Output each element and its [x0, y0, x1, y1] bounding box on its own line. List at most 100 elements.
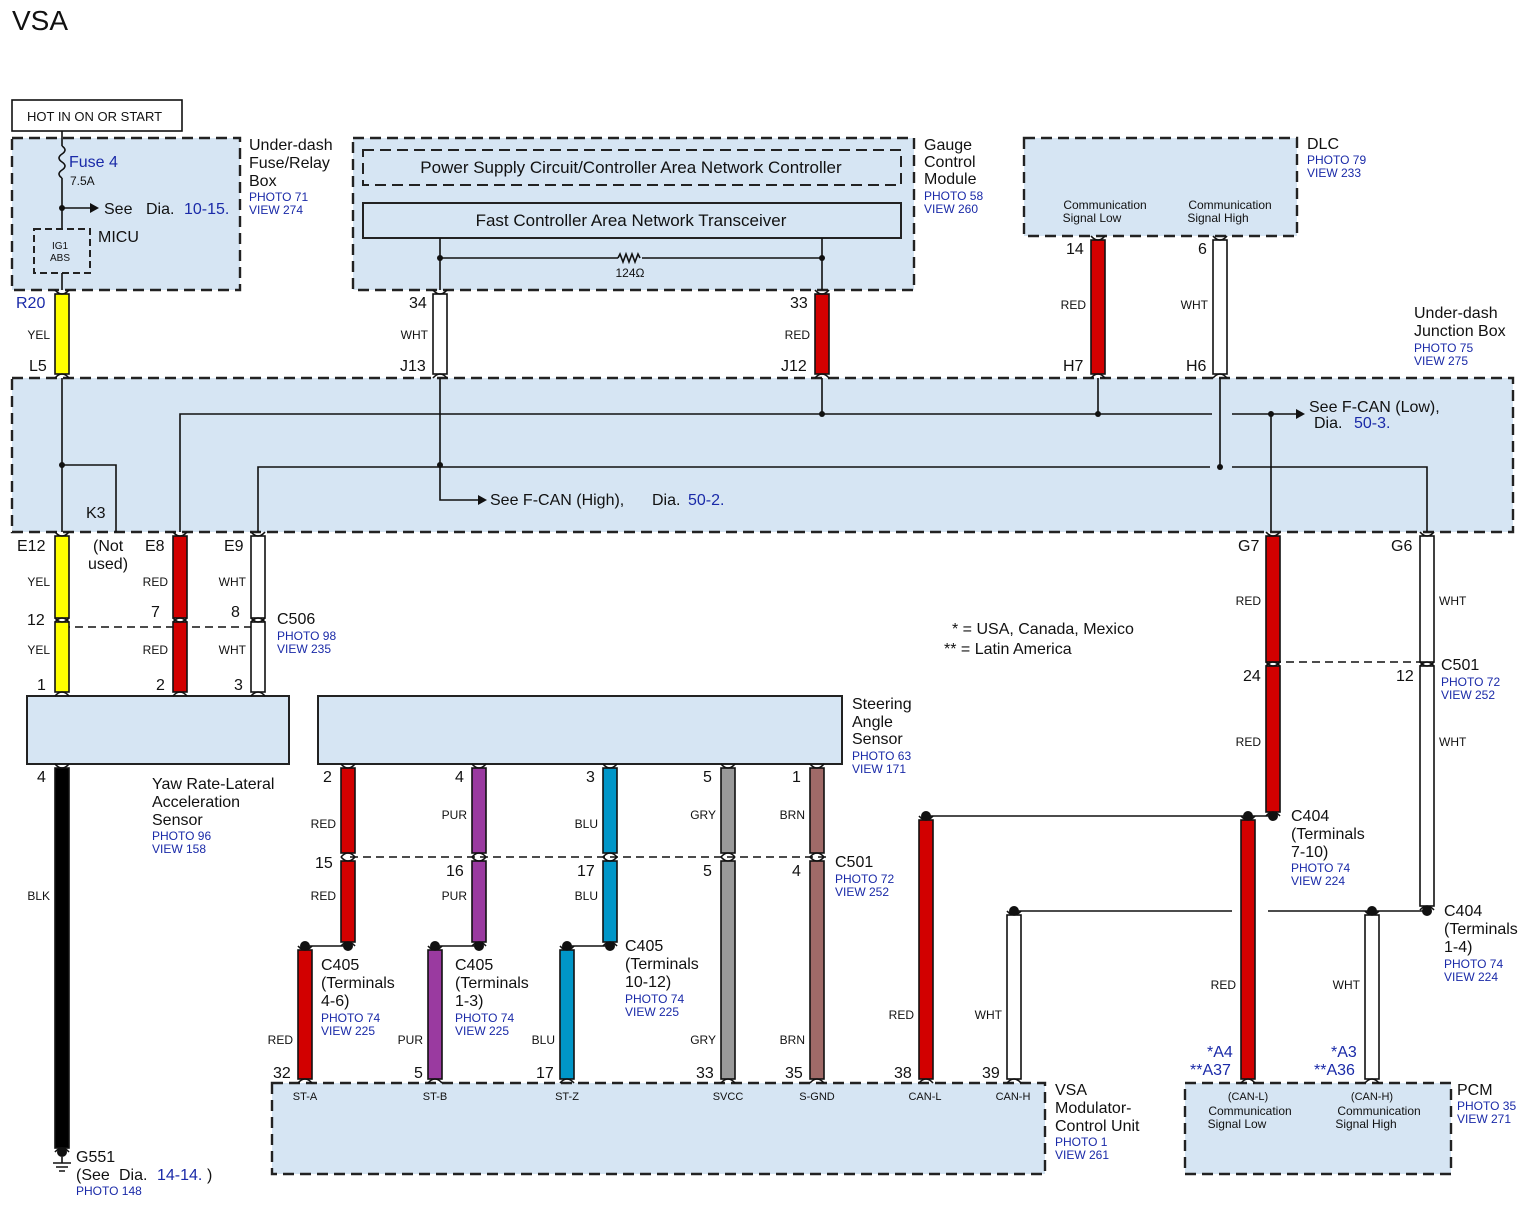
- vsa-name-3: Control Unit: [1055, 1118, 1140, 1135]
- yaw-name-2: Acceleration: [152, 794, 240, 811]
- terminal-svcc: SVCC: [713, 1091, 744, 1103]
- ground-see: (See: [76, 1167, 110, 1184]
- legend-double-star: ** = Latin America: [944, 641, 1072, 658]
- connector-c506-view: VIEW 235: [277, 642, 331, 656]
- page-title: VSA: [12, 5, 68, 36]
- not-used-2: used): [88, 556, 128, 573]
- connector-c404-a-sub2: 7-10): [1291, 844, 1328, 861]
- pcm-box: [1183, 1081, 1453, 1176]
- pin-J13: J13: [400, 358, 426, 375]
- gauge-name-1: Gauge: [924, 137, 972, 154]
- connector-c405-c-sub2: 10-12): [625, 974, 671, 991]
- wire-blk-4-g551: BLK: [27, 763, 70, 1153]
- wire-red-24-c404: RED: [1236, 661, 1281, 817]
- wire-red-14-h7: RED: [1061, 235, 1106, 379]
- wire-yel-12-1: YEL: [27, 617, 70, 697]
- connector-c506: C506: [277, 611, 315, 628]
- fuse-box-name-1: Under-dash: [249, 137, 333, 154]
- not-used-1: (Not: [93, 538, 124, 555]
- ground-photo: PHOTO 148: [76, 1184, 142, 1198]
- connector-c405-b-sub1: (Terminals: [455, 975, 529, 992]
- micu-label: MICU: [98, 229, 139, 246]
- fuse-relay-box: [10, 136, 242, 292]
- dlc-box: [1022, 136, 1299, 238]
- pin-vsa-35: 35: [785, 1065, 803, 1082]
- terminal-st-b: ST-B: [423, 1091, 447, 1103]
- fuse-box-name-3: Box: [249, 173, 277, 190]
- pin-steer-4: 4: [455, 769, 464, 786]
- dlc-name: DLC: [1307, 136, 1339, 153]
- pin-a36: **A36: [1314, 1062, 1355, 1079]
- gauge-view: VIEW 260: [924, 202, 978, 216]
- connector-c405-c-photo: PHOTO 74: [625, 992, 684, 1006]
- wire-wht-6-h6: WHT: [1181, 235, 1228, 379]
- pin-a3: *A3: [1331, 1044, 1357, 1061]
- fcan-transceiver-label: Fast Controller Area Network Transceiver: [476, 211, 787, 230]
- wire-color-label: YEL: [27, 328, 50, 342]
- pin-steer-1: 1: [792, 769, 801, 786]
- steering-view: VIEW 171: [852, 762, 906, 776]
- pin-K3: K3: [86, 505, 106, 522]
- steering-photo: PHOTO 63: [852, 749, 911, 763]
- connector-c501-steering-view: VIEW 252: [835, 885, 889, 899]
- connector-c405-b-sub2: 1-3): [455, 993, 483, 1010]
- wire-color-label: BLU: [575, 889, 598, 903]
- pcm-high-2: Signal High: [1335, 1117, 1396, 1131]
- wire-brn-s-gnd: BRN: [780, 856, 825, 1084]
- connector-c404-a-photo: PHOTO 74: [1291, 861, 1350, 875]
- vsa-photo: PHOTO 1: [1055, 1135, 1108, 1149]
- pin-R20: R20: [16, 295, 45, 312]
- wire-color-label: YEL: [27, 643, 50, 657]
- connector-c405-a: C405: [321, 957, 359, 974]
- wire-red-g7-24: RED: [1236, 531, 1281, 667]
- pin-pcm-12: 12: [1396, 668, 1414, 685]
- wire-color-label: BLU: [575, 817, 598, 831]
- dlc-high-1: Communication: [1188, 198, 1271, 212]
- wire-color-label: RED: [311, 889, 337, 903]
- hot-label-box: [11, 99, 183, 132]
- fcan-low-text: See F-CAN (Low),: [1309, 399, 1440, 416]
- arrow-right-icon: [1296, 409, 1305, 419]
- pin-yaw-8: 8: [231, 604, 240, 621]
- pin-yaw-2: 2: [156, 677, 165, 694]
- connector-c405-a-sub1: (Terminals: [321, 975, 395, 992]
- wire-color-label: WHT: [1181, 298, 1209, 312]
- wire-gry-svcc: GRY: [690, 856, 736, 1084]
- vsa-modulator-box: [270, 1081, 1047, 1176]
- hot-label: HOT IN ON OR START: [27, 109, 162, 124]
- pin-mid-5: 5: [703, 863, 712, 880]
- wire-wht-c501-c404: WHT: [1419, 661, 1467, 911]
- wire-color-label: RED: [1236, 735, 1262, 749]
- wire-color-label: RED: [1061, 298, 1087, 312]
- wire-pur-steer-4: PUR: [442, 763, 487, 858]
- wire-brn-steer-1: BRN: [780, 763, 825, 858]
- abs-label: ABS: [50, 253, 70, 264]
- wire-red-pcm-can-l: RED: [1211, 815, 1256, 1084]
- wire-yel-e12-12: YEL: [27, 531, 70, 623]
- wire-group: YEL WHT RED RED WHT YEL YEL RED RED WHT WHT BLK RED R…: [27, 235, 1467, 1153]
- pin-E9: E9: [224, 538, 244, 555]
- steering-name-3: Sensor: [852, 731, 903, 748]
- pin-yaw-7: 7: [151, 604, 160, 621]
- vsa-view: VIEW 261: [1055, 1148, 1109, 1162]
- arrow-right-icon: [90, 203, 99, 213]
- wire-color-label: PUR: [442, 808, 468, 822]
- power-supply-label: Power Supply Circuit/Controller Area Net…: [420, 158, 842, 177]
- pcm-low-1: Communication: [1208, 1104, 1291, 1118]
- dlc-low-1: Communication: [1063, 198, 1146, 212]
- pcm-can-l: (CAN-L): [1228, 1091, 1268, 1103]
- terminal-st-z: ST-Z: [555, 1091, 579, 1103]
- wire-red-e8-7: RED: [143, 531, 188, 623]
- vsa-name-2: Modulator-: [1055, 1100, 1131, 1117]
- ground-dia-ref: 14-14.: [157, 1167, 202, 1184]
- fuse-dia-word: Dia.: [146, 201, 174, 218]
- ig1-label: IG1: [52, 241, 69, 252]
- fuse-icon: [58, 145, 66, 179]
- wire-color-label: GRY: [690, 1033, 716, 1047]
- wire-wht-8-3: WHT: [219, 617, 266, 697]
- connector-c404-b-view: VIEW 224: [1444, 970, 1498, 984]
- fcan-high-dia: Dia.: [652, 492, 680, 509]
- wire-color-label: WHT: [219, 575, 247, 589]
- dlc-high-2: Signal High: [1187, 211, 1248, 225]
- connector-c501-steering: C501: [835, 854, 873, 871]
